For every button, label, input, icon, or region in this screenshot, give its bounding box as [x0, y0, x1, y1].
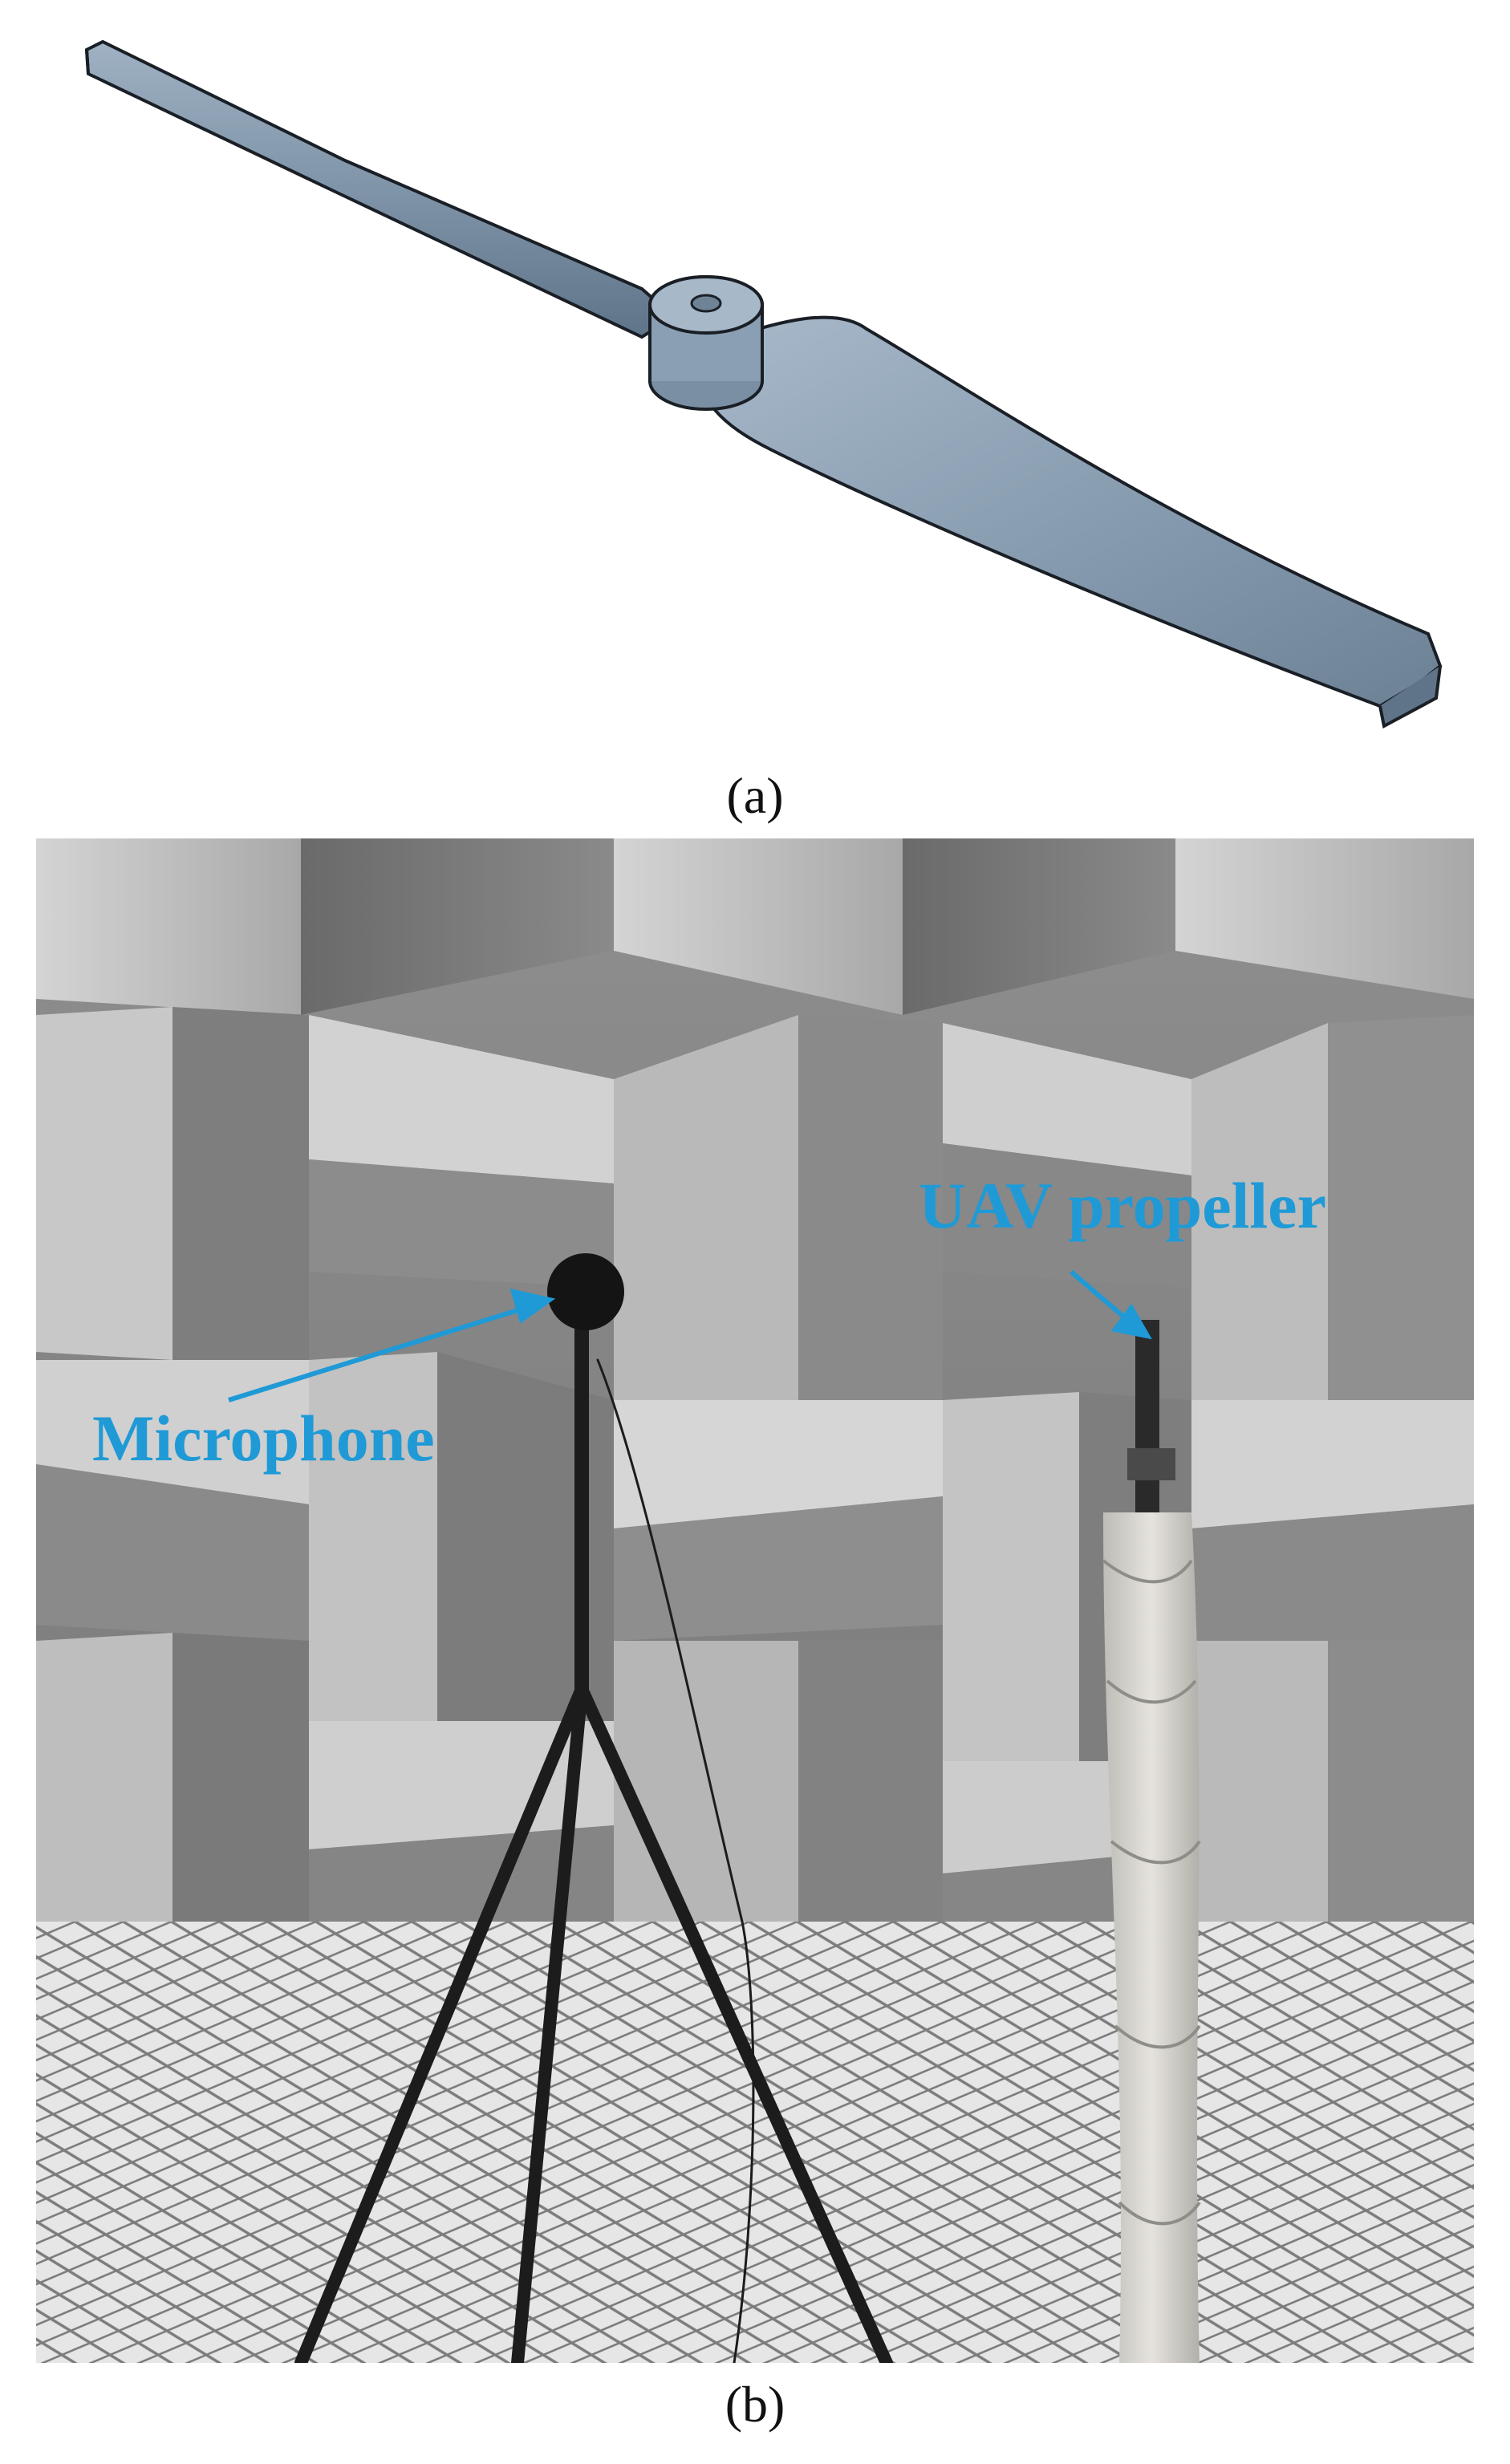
anechoic-chamber-image: Microphone UAV propeller	[36, 838, 1474, 2363]
blade-upper-left	[84, 39, 677, 339]
mesh-floor	[36, 1922, 1474, 2363]
propeller-cad-image	[84, 39, 1443, 729]
annotation-arrows	[228, 1269, 1152, 1402]
propeller-stand	[1102, 1320, 1201, 2363]
microphone-tripod	[294, 1321, 893, 2363]
panel-b-anechoic-photo: Microphone UAV propeller	[36, 838, 1474, 2363]
uav-propeller-label: UAV propeller	[919, 1169, 1326, 1242]
panel-b-label: (b)	[725, 2376, 785, 2433]
panel-a-propeller-render	[0, 0, 1510, 754]
panel-a-label: (a)	[726, 767, 784, 824]
hub-bore	[690, 294, 722, 313]
microphone-label: Microphone	[92, 1402, 435, 1475]
blade-lower-right	[688, 315, 1443, 708]
microphone	[547, 1253, 624, 1330]
